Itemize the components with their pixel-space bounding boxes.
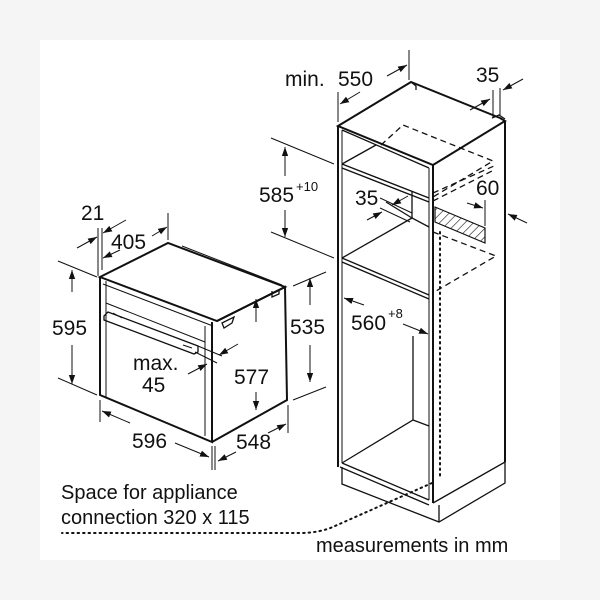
- dim-oven-top: 21 405: [76, 202, 169, 276]
- upper-shelf-front: [341, 163, 430, 203]
- ext-line: [292, 386, 327, 401]
- dim-depth: 548: [236, 431, 271, 454]
- cabinet-drawing: [61, 80, 507, 534]
- dim-handle-label: max.: [133, 352, 179, 375]
- diagram-panel: [40, 40, 560, 560]
- dim-niche-width: 560: [351, 312, 386, 335]
- arrow: [343, 297, 365, 306]
- arrow: [502, 78, 524, 91]
- ext-line: [57, 377, 98, 396]
- dim-oven-handle-offset: max. 45: [133, 343, 239, 397]
- dashed-rear-cutout-lower: [432, 165, 495, 202]
- dashed-rear-cutout: [380, 124, 495, 198]
- connection-note-line1: Space for appliance: [61, 482, 238, 504]
- niche-floor-front: [339, 462, 430, 506]
- dashed-niche-rear: [432, 231, 498, 292]
- upper-shelf-depth: [341, 144, 377, 165]
- oven-top-face: [97, 241, 288, 323]
- niche-top-depth: [341, 217, 413, 259]
- measurements-note: measurements in mm: [316, 535, 508, 557]
- cabinet-top-notch-right: [491, 114, 506, 120]
- dim-oven-height-body: 577: [234, 299, 269, 410]
- oven-drawing: [97, 241, 289, 444]
- dim-niche-width-tol: +8: [388, 306, 403, 321]
- arrow: [217, 451, 237, 462]
- dim-rear-gap: 35: [476, 64, 499, 87]
- handle-bracket-left: [112, 312, 123, 319]
- handle-bracket-right: [182, 344, 193, 349]
- arrow: [102, 219, 127, 234]
- dim-niche-height-tol: +10: [296, 179, 318, 194]
- arrow: [402, 323, 429, 335]
- dim-cabinet-niche-width: 560 +8: [343, 297, 429, 335]
- arrow: [174, 442, 210, 458]
- top-rail: [341, 129, 430, 169]
- shelf-cutout-line: [385, 201, 413, 219]
- dim-handle-value: 45: [142, 374, 165, 397]
- arrow: [366, 211, 383, 221]
- arrow: [218, 343, 239, 356]
- arrow: [187, 363, 208, 375]
- dim-width: 596: [132, 430, 167, 453]
- dim-height-front: 595: [52, 317, 87, 340]
- dim-oven-height-rear: 535: [290, 271, 327, 401]
- connection-leader-dotted: [61, 482, 433, 534]
- ext-line: [197, 345, 223, 357]
- oven-rear-edge: [285, 349, 288, 401]
- arrow: [466, 202, 484, 209]
- dim-cabinet-vent-cutout: 60: [466, 177, 528, 226]
- oven-front-face: [99, 277, 213, 444]
- dim-oven-width: 596: [99, 400, 213, 470]
- arrow: [386, 64, 408, 77]
- dim-oven-height-front: 595: [52, 260, 98, 396]
- arrow: [469, 98, 491, 111]
- dim-top-depth: 405: [111, 231, 146, 254]
- niche-top-shelf: [341, 257, 430, 300]
- dim-vent-cutout: 60: [476, 177, 499, 200]
- ext-line: [194, 351, 218, 364]
- dim-cabinet-niche-height: 585 +10: [259, 137, 335, 259]
- ext-line: [379, 197, 413, 214]
- oven-door-top-edge: [105, 302, 206, 343]
- oven-rear-notch: [271, 289, 280, 298]
- dim-top-recess: 21: [81, 202, 104, 225]
- arrow: [151, 226, 168, 237]
- oven-side-face: [211, 285, 289, 443]
- dim-cabinet-rear-gap: 35: [469, 64, 524, 117]
- arrow: [76, 236, 98, 249]
- dim-shelf-cutout: 35: [355, 187, 378, 210]
- arrow: [101, 410, 131, 424]
- dim-min-label: min.: [285, 68, 325, 91]
- dim-height-rear: 535: [290, 316, 325, 339]
- dim-oven-depth: 548: [214, 405, 289, 470]
- arrow: [267, 423, 287, 434]
- ventilation-cutout-hatched: [434, 206, 486, 244]
- niche-floor: [341, 419, 430, 464]
- cabinet-top: [335, 80, 507, 167]
- arrow: [391, 195, 409, 206]
- ext-line: [379, 207, 411, 223]
- oven-side-grip: [221, 315, 236, 329]
- cabinet-top-notch-left: [410, 81, 417, 90]
- dim-min-value: 550: [338, 68, 373, 91]
- cabinet-plinth: [341, 460, 506, 523]
- dim-niche-height: 585: [259, 184, 294, 207]
- dim-height-body: 577: [234, 366, 269, 389]
- dim-cabinet-shelf-cutout: 35: [355, 187, 413, 223]
- oven-control-panel-edge: [102, 283, 214, 327]
- arrow: [507, 213, 528, 224]
- arrow: [102, 249, 121, 259]
- ext-line: [270, 231, 335, 259]
- ext-line: [270, 137, 335, 165]
- arrow: [339, 91, 361, 105]
- ext-line: [57, 260, 98, 278]
- dim-cabinet-min-depth: min. 550: [285, 50, 410, 122]
- oven-top-trim: [181, 245, 283, 286]
- oven-door-handle: [103, 311, 199, 355]
- connection-note-line2: connection 320 x 115: [61, 507, 250, 529]
